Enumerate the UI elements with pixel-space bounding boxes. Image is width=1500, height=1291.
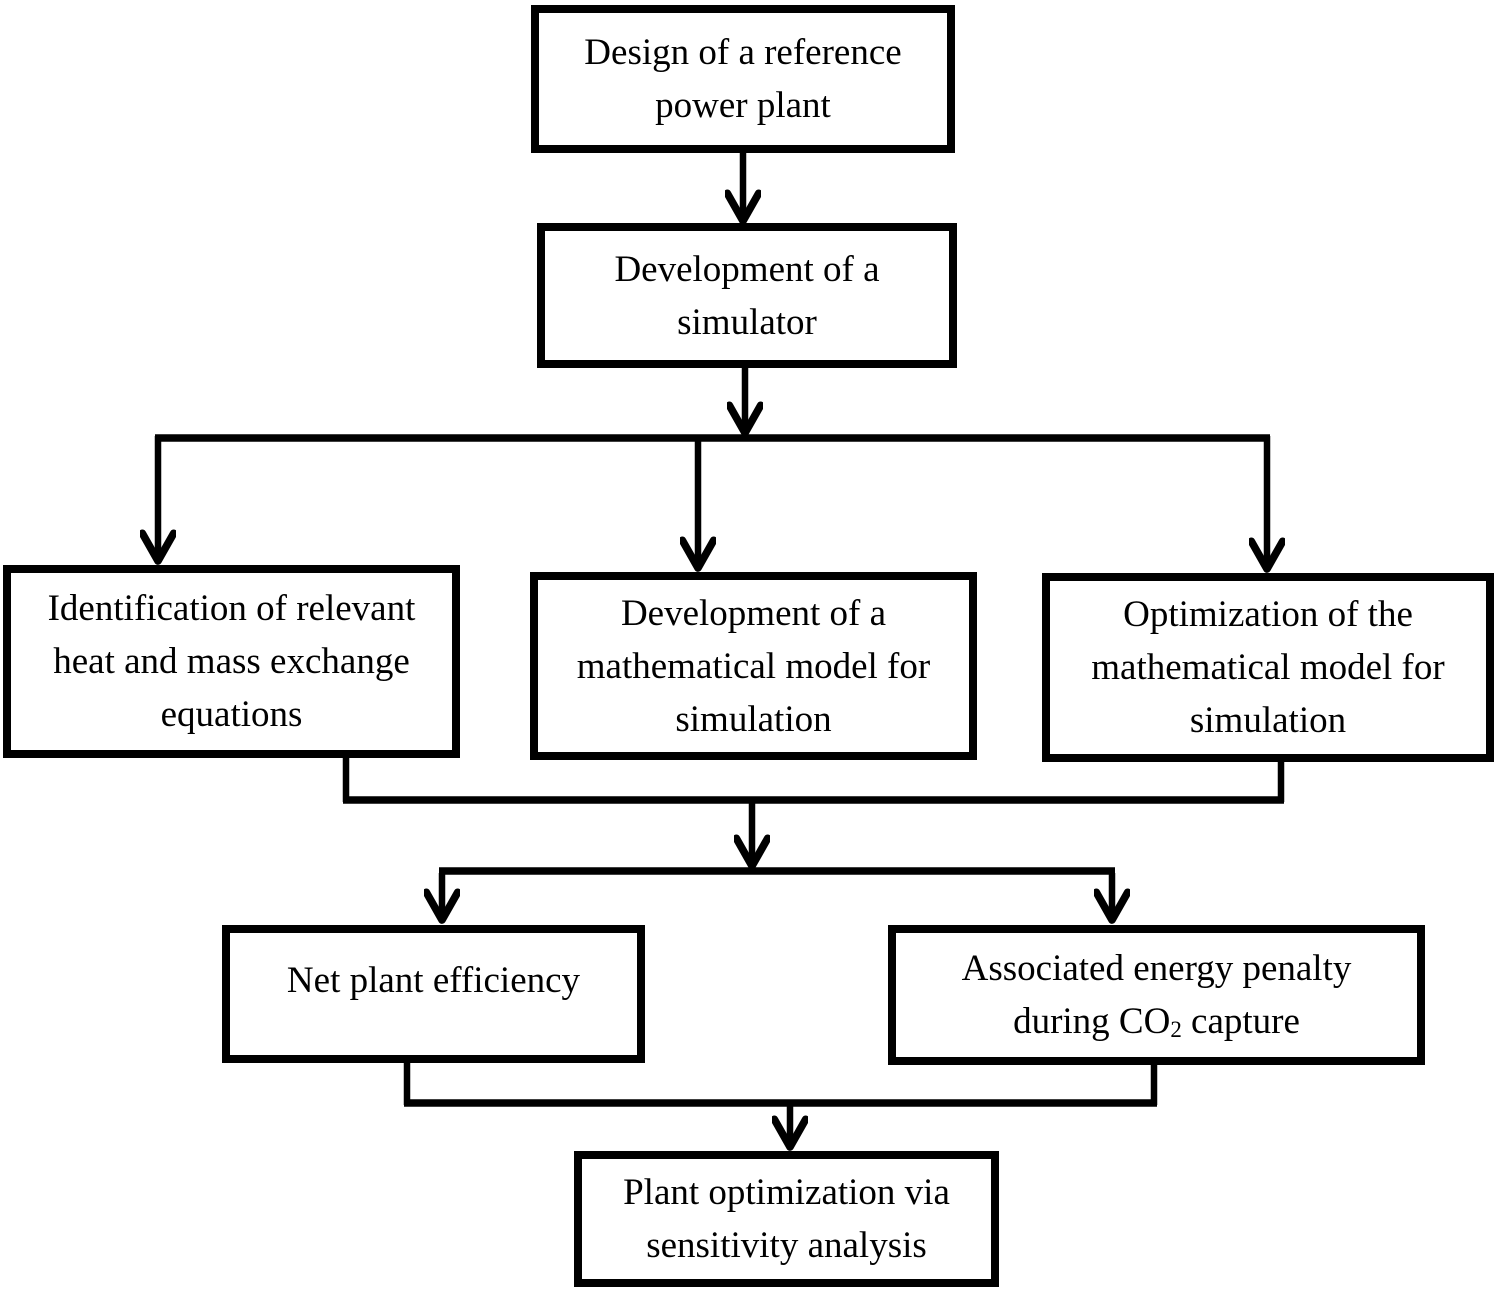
math-model-box: Development of a mathematical model for … — [530, 572, 977, 760]
simulator-box-text: simulator — [677, 301, 817, 343]
identification-box-text: heat and mass exchange — [53, 641, 410, 682]
math-model-box-text: Development of a — [620, 592, 887, 634]
design-box-text: power plant — [655, 85, 831, 126]
identification-box-text: equations — [160, 694, 303, 735]
math-model-box-text: simulation — [675, 698, 832, 740]
optimization-box-text: mathematical model for — [1091, 647, 1445, 688]
identification-box: Identification of relevant heat and mass… — [3, 565, 460, 758]
co2-subscript: 2 — [1170, 1017, 1182, 1043]
design-box-text: Design of a reference — [584, 32, 902, 73]
simulator-box-text: Development of a — [614, 248, 880, 290]
penalty-text-pre: during CO — [1013, 1001, 1171, 1042]
optimization-box: Optimization of the mathematical model f… — [1042, 573, 1494, 762]
optimization-box-text: Optimization of the — [1123, 594, 1413, 635]
penalty-box-text: Associated energy penalty — [961, 948, 1352, 989]
math-model-box-text: mathematical model for — [576, 645, 931, 687]
penalty-box: Associated energy penalty during CO2 cap… — [888, 925, 1425, 1065]
penalty-box-text: during CO2 capture — [1013, 995, 1300, 1048]
sensitivity-box-text: Plant optimization via — [623, 1172, 950, 1213]
sensitivity-box: Plant optimization via sensitivity analy… — [574, 1151, 999, 1287]
sensitivity-box-text: sensitivity analysis — [646, 1225, 927, 1266]
identification-box-text: Identification of relevant — [47, 588, 416, 629]
efficiency-box: Net plant efficiency — [222, 925, 645, 1063]
design-box: Design of a reference power plant — [531, 5, 955, 153]
optimization-box-text: simulation — [1189, 700, 1347, 741]
simulator-box: Development of a simulator — [537, 223, 957, 368]
efficiency-box-text: Net plant efficiency — [286, 959, 581, 1001]
penalty-text-post: capture — [1181, 1001, 1300, 1042]
